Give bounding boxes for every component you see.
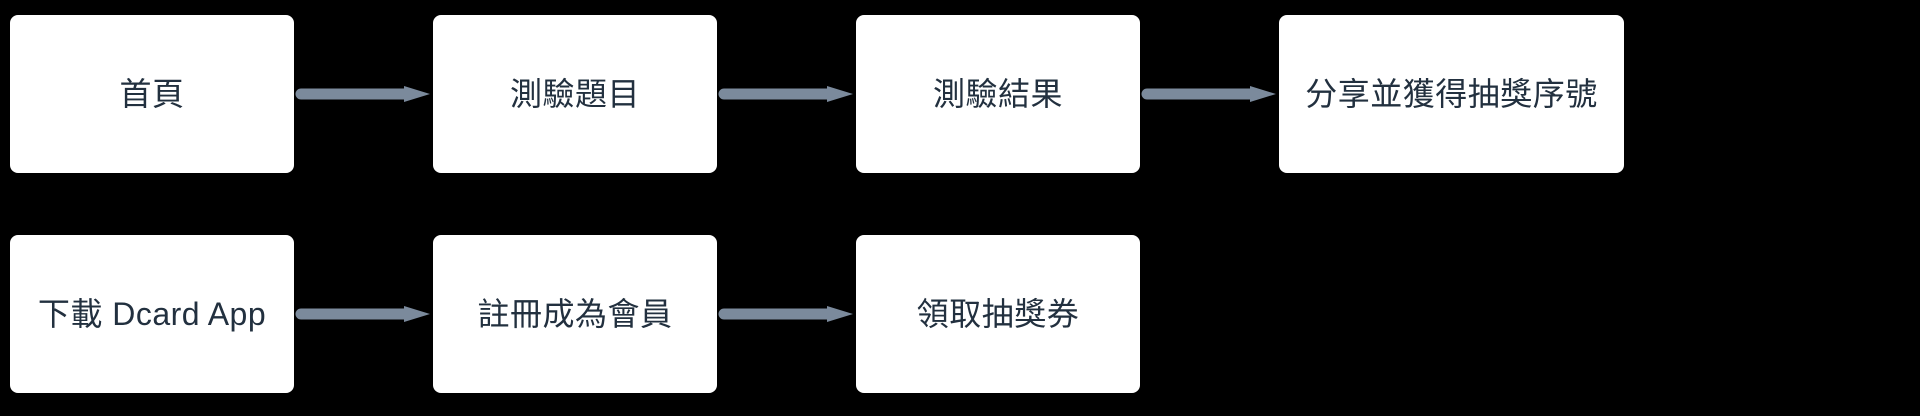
arrow-right-icon [718,306,853,322]
node-register-member-label: 註冊成為會員 [477,295,673,332]
node-download-app[interactable]: 下載 Dcard App [10,235,294,393]
node-quiz-questions-label: 測驗題目 [509,75,640,112]
arrow-result-to-share [1140,15,1279,173]
arrow-right-icon [718,86,853,102]
node-claim-lottery-ticket-label: 領取抽獎券 [916,295,1080,332]
node-download-app-label: 下載 Dcard App [37,295,267,332]
node-home[interactable]: 首頁 [10,15,294,173]
row-2-left-margin [0,235,10,393]
node-claim-lottery-ticket[interactable]: 領取抽獎券 [856,235,1140,393]
node-share-get-code[interactable]: 分享並獲得抽獎序號 [1279,15,1624,173]
arrow-register-to-ticket [717,235,856,393]
node-register-member[interactable]: 註冊成為會員 [433,235,717,393]
arrow-download-to-register [294,235,433,393]
arrow-right-icon [1141,86,1276,102]
node-quiz-result-label: 測驗結果 [932,75,1063,112]
node-quiz-result[interactable]: 測驗結果 [856,15,1140,173]
arrow-right-icon [295,306,430,322]
node-share-get-code-label: 分享並獲得抽獎序號 [1305,75,1598,112]
arrow-right-icon [295,86,430,102]
arrow-home-to-quiz [294,15,433,173]
flow-row-2: 下載 Dcard App 註冊成為會員 領取抽獎券 [0,226,1920,402]
node-home-label: 首頁 [119,75,185,112]
arrow-quiz-to-result [717,15,856,173]
flow-row-1: 首頁 測驗題目 測驗結果 分享並獲得抽獎 [0,6,1920,182]
node-quiz-questions[interactable]: 測驗題目 [433,15,717,173]
row-1-left-margin [0,15,10,173]
